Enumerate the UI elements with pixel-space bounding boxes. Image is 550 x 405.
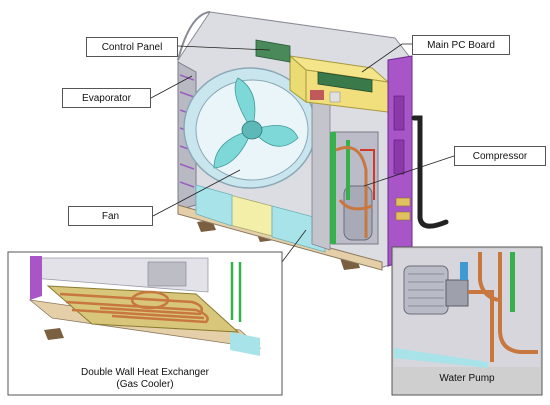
inset-side-panel — [30, 256, 42, 300]
water-connection — [395, 211, 411, 221]
compressor-leader — [363, 155, 455, 187]
pump-fitting — [460, 262, 468, 280]
heat-exchanger-caption-line1: Double Wall Heat Exchanger — [80, 367, 210, 378]
fan-blade — [213, 129, 253, 169]
green-frame — [346, 140, 350, 200]
heat-exchanger-inset — [7, 251, 283, 396]
pcb-component — [329, 91, 341, 103]
heat-exchanger-caption: Double Wall Heat Exchanger (Gas Cooler) — [20, 367, 270, 391]
pump-motor-fins — [408, 273, 444, 307]
water-pump-caption: Water Pump — [439, 373, 495, 384]
fan-hub — [241, 120, 263, 140]
fan-assembly — [183, 67, 317, 189]
water-pump-inset — [391, 246, 543, 396]
evaporator-label: Evaporator — [62, 88, 151, 108]
pump-head — [445, 279, 469, 307]
pump-copper-pipes — [468, 252, 538, 362]
main-pc-board-leader — [361, 43, 412, 73]
fan-label: Fan — [68, 206, 153, 226]
red-pipe — [360, 149, 375, 200]
pump-green-pipe — [510, 252, 515, 312]
partition-wall — [311, 95, 331, 251]
inset-frame-part — [147, 261, 187, 287]
control-panel-leader — [177, 45, 271, 51]
side-panel-grille — [393, 95, 405, 131]
pump-base — [394, 348, 488, 368]
main-pc-board-label: Main PC Board — [412, 35, 510, 55]
unit-top-edge — [177, 11, 211, 61]
compressor-label: Compressor — [454, 146, 546, 166]
water-connection — [395, 197, 411, 207]
outdoor-unit — [177, 11, 449, 271]
control-panel-label: Control Panel — [86, 37, 178, 57]
compressor-area — [330, 131, 379, 245]
heat-exchanger-caption-line2: (Gas Cooler) — [116, 379, 174, 390]
external-hose — [411, 115, 449, 229]
hx-tubes — [59, 290, 209, 324]
side-panel-grille — [393, 139, 405, 175]
fan-blade — [234, 77, 256, 131]
inset-green-pipes — [230, 262, 242, 322]
inset-foot — [44, 328, 64, 340]
control-panel-plate — [255, 39, 291, 63]
evaporator-leader — [150, 75, 193, 99]
inset-leader — [281, 229, 307, 263]
copper-pipe — [338, 199, 373, 211]
leader-lines — [150, 43, 455, 263]
fan-leader — [152, 169, 241, 217]
pcb-enclosure — [288, 54, 390, 113]
green-frame — [330, 132, 336, 244]
pcb-component — [310, 90, 324, 100]
pcb-board — [317, 71, 373, 93]
fan-blade — [251, 125, 299, 147]
base-water-panel — [195, 184, 233, 227]
copper-pipe — [335, 146, 368, 238]
inset-water-panel — [230, 332, 260, 356]
